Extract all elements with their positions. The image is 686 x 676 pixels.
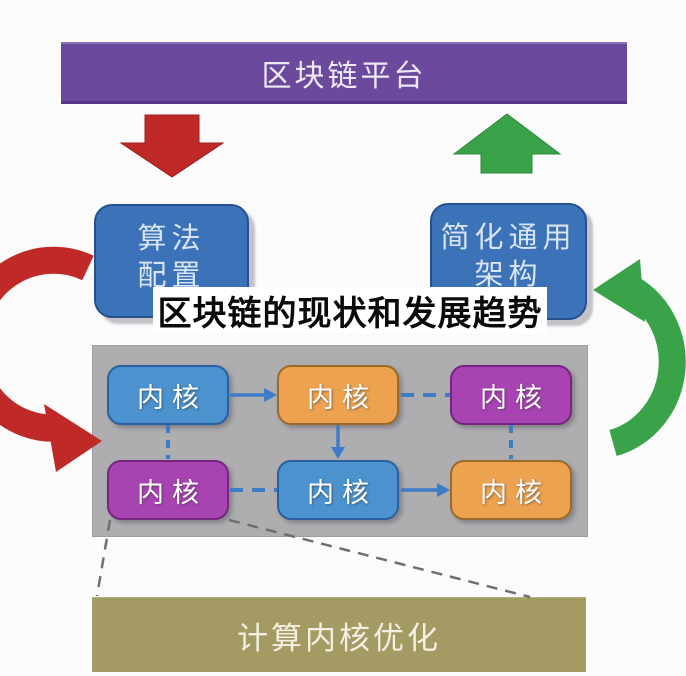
title-band: 区块链的现状和发展趋势 — [153, 287, 547, 333]
simplified-architecture-line2: 架构 — [474, 259, 543, 291]
kernel-box-r2c3: 内核 — [450, 460, 572, 520]
algorithm-config-line1: 算法 — [137, 223, 206, 255]
kernel-label: 内核 — [307, 477, 377, 508]
green-up-arrow-icon — [452, 113, 562, 174]
kernel-label: 内核 — [480, 477, 550, 508]
kernel-box-r2c1: 内核 — [107, 460, 229, 520]
kernel-label: 内核 — [137, 477, 207, 508]
kernel-box-r1c3: 内核 — [450, 365, 572, 425]
red-cycle-arrow-icon — [0, 246, 102, 472]
compute-kernel-optimization-banner: 计算内核优化 — [92, 597, 586, 672]
green-cycle-arrow-icon — [593, 259, 686, 456]
page-title: 区块链的现状和发展趋势 — [157, 294, 543, 333]
kernel-box-r2c2: 内核 — [277, 460, 399, 520]
simplified-architecture-line1: 简化通用 — [440, 222, 577, 254]
algorithm-config-line2: 配置 — [137, 260, 206, 292]
kernel-label: 内核 — [480, 382, 550, 413]
kernel-box-r1c2: 内核 — [277, 365, 399, 425]
red-down-arrow-icon — [119, 114, 225, 178]
compute-kernel-optimization-label: 计算内核优化 — [237, 620, 441, 656]
kernel-label: 内核 — [137, 382, 207, 413]
kernel-box-r1c1: 内核 — [107, 365, 229, 425]
kernel-label: 内核 — [307, 382, 377, 413]
blockchain-platform-label: 区块链平台 — [261, 59, 427, 93]
blockchain-platform-banner: 区块链平台 — [61, 42, 627, 104]
